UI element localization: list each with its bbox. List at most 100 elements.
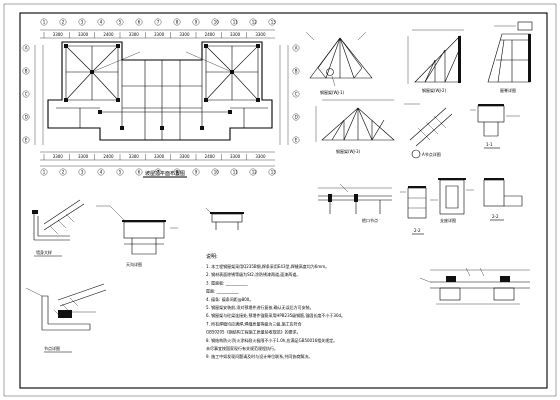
axis-top-bubble <box>59 18 67 26</box>
dim-bottom-value: 3300 <box>129 154 140 159</box>
note-line: 5. 钢屋架安装前,须对预埋件进行复核,确认无误后方可安装。 <box>206 304 314 310</box>
axis-left-label: D <box>25 114 28 119</box>
section-11-detail: 1-1 <box>470 104 520 149</box>
dim-bottom-value: 3300 <box>53 154 64 159</box>
axis-right-label: B <box>295 68 298 73</box>
node-a-detail: A节点详图 <box>404 103 453 159</box>
axis-bottom-bubble <box>268 168 276 176</box>
truss-wj3-detail: 钢屋架(WJ-3) <box>315 99 395 154</box>
axis-bottom-bubble <box>97 168 105 176</box>
outer-border <box>3 3 557 397</box>
axis-bottom-label: 8 <box>176 169 179 174</box>
dim-top-value: 3300 <box>129 32 140 37</box>
axis-right-label: D <box>295 114 298 119</box>
axis-top-label: 6 <box>138 19 141 24</box>
axis-left-bubble <box>22 136 30 144</box>
axis-bottom-label: 11 <box>233 169 239 174</box>
axis-bottom-label: 6 <box>138 169 141 174</box>
axis-top-bubble <box>116 18 124 26</box>
note-line: 屋面: ___________ <box>206 288 240 294</box>
axis-top-label: 4 <box>100 19 103 24</box>
axis-top-label: 12 <box>252 19 258 24</box>
note-line: 7. 所有焊缝均应满焊,焊缝质量等级为三级,施工应符合 <box>206 320 302 326</box>
axis-left-label: E <box>25 137 28 142</box>
gutter-detail: 天沟详图 <box>96 205 178 267</box>
node-a-title: A节点详图 <box>422 151 441 157</box>
eave-lower-detail: 节点详图 <box>25 283 107 353</box>
axis-top-bubble <box>154 18 162 26</box>
axis-left-bubble <box>22 90 30 98</box>
axis-left-bubble <box>22 67 30 75</box>
dim-top-value: 3300 <box>53 32 64 37</box>
wall-detail-title: 墙身大样 <box>36 249 52 255</box>
axis-top-label: 10 <box>214 19 220 24</box>
axis-bottom-bubble <box>78 168 86 176</box>
dim-top-value: 3300 <box>255 32 266 37</box>
axis-top-bubble <box>230 18 238 26</box>
section-22a-title: 2-2 <box>414 228 421 233</box>
dim-bottom-value: 3300 <box>179 154 190 159</box>
axis-bottom-bubble <box>211 168 219 176</box>
axis-top-bubble <box>211 18 219 26</box>
axis-bottom-label: 5 <box>119 169 122 174</box>
axis-right-label: A <box>295 45 298 50</box>
axis-bottom-label: 10 <box>214 169 220 174</box>
axis-left-bubble <box>22 113 30 121</box>
axis-bottom-bubble <box>116 168 124 176</box>
axis-bottom-bubble <box>192 168 200 176</box>
axis-top-label: 3 <box>81 19 84 24</box>
axis-right-bubble <box>292 113 300 121</box>
axis-left-label: A <box>25 45 28 50</box>
axis-bottom-label: 4 <box>100 169 103 174</box>
dim-bottom-value: 3300 <box>154 154 165 159</box>
axis-top-label: 2 <box>62 19 65 24</box>
dim-bottom-value: 2400 <box>103 154 114 159</box>
section-22b-detail: 2-2 <box>483 178 523 221</box>
truss-wj1-detail: 钢屋架(WJ-1) <box>305 31 373 95</box>
axis-bottom-bubble <box>154 168 162 176</box>
plan-title: 坡屋顶平面布置图 <box>145 170 185 177</box>
axis-bottom-bubble <box>40 168 48 176</box>
axis-right-bubble <box>292 67 300 75</box>
axis-top-label: 11 <box>233 19 239 24</box>
axis-top-bubble <box>135 18 143 26</box>
axis-right-bubble <box>292 44 300 52</box>
axis-bottom-bubble <box>249 168 257 176</box>
note-line: 2. 钢材表面除锈等级为St2,涂防锈漆两道,面漆两道。 <box>206 271 300 277</box>
dim-top-value: 3300 <box>78 32 89 37</box>
note-line: 未尽事宜按国家现行有关规范规程执行。 <box>206 345 278 351</box>
dim-bottom-value: 3300 <box>78 154 89 159</box>
axis-top-bubble <box>192 18 200 26</box>
notes-lines: 1. 本工程钢屋架采用Q235B钢,焊条采用E43型,焊缝高度均为6mm。2. … <box>206 263 345 359</box>
dim-top-value: 2400 <box>103 32 114 37</box>
note-line: 6. 钢屋架与砼梁连接处,预埋件锚筋采用HPB235级钢筋,锚固长度不小于30d… <box>206 312 345 318</box>
axis-bottom-bubble <box>135 168 143 176</box>
axis-top-bubble <box>268 18 276 26</box>
axis-bottom-label: 7 <box>157 169 160 174</box>
ridge-detail: 屋脊详图 <box>487 21 533 93</box>
ridge-title: 屋脊详图 <box>500 87 516 93</box>
axis-top-label: 5 <box>119 19 122 24</box>
axis-top-label: 9 <box>195 19 198 24</box>
beam-section <box>205 207 244 230</box>
general-notes: 说明: 1. 本工程钢屋架采用Q235B钢,焊条采用E43型,焊缝高度均为6mm… <box>206 253 345 359</box>
support-title: 支座详图 <box>440 217 456 223</box>
axis-bottom-bubble <box>59 168 67 176</box>
axis-bottom-bubble <box>173 168 181 176</box>
axis-right-label: E <box>295 137 298 142</box>
note-line: GB50205《钢结构工程施工质量验收规范》的要求。 <box>206 329 301 335</box>
notes-heading: 说明: <box>206 253 218 260</box>
eave-node-title: 檐口节点 <box>362 217 378 223</box>
section-22a-detail: 2-2 <box>400 186 427 235</box>
axis-right-bubble <box>292 90 300 98</box>
truss-wj3-title: 钢屋架(WJ-3) <box>336 148 361 154</box>
truss-wj2-title: 钢屋架(WJ-2) <box>422 87 447 93</box>
dim-bottom-value: 2400 <box>205 154 216 159</box>
axis-top-bubble <box>97 18 105 26</box>
axis-top-label: 7 <box>157 19 160 24</box>
